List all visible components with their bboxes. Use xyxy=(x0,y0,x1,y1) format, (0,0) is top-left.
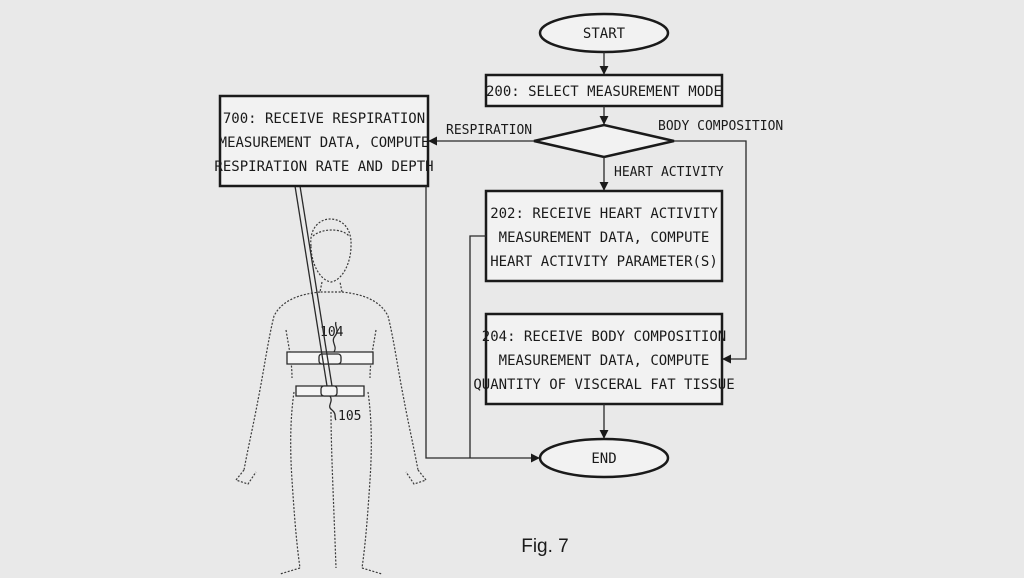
respiration-line-3: RESPIRATION RATE AND DEPTH xyxy=(214,159,433,175)
body-composition-box xyxy=(484,312,724,406)
respiration-box xyxy=(218,94,430,188)
line-heart-to-end xyxy=(469,235,486,458)
heart-activity-line-2: MEASUREMENT DATA, COMPUTE xyxy=(499,230,710,246)
arrow-respiration-to-end xyxy=(425,186,540,463)
select-mode-label: 200: SELECT MEASUREMENT MODE xyxy=(486,84,722,100)
sensor-belt-lower xyxy=(295,385,365,397)
edge-label-respiration: RESPIRATION xyxy=(446,123,532,138)
leader-line-104 xyxy=(332,321,338,353)
sensor-belt-upper xyxy=(286,351,374,365)
body-composition-line-1: 204: RECEIVE BODY COMPOSITION xyxy=(482,329,726,345)
respiration-line-2: MEASUREMENT DATA, COMPUTE xyxy=(219,135,430,151)
link-line-respiration-sensor-b xyxy=(299,185,333,387)
edge-label-heart-activity: HEART ACTIVITY xyxy=(614,165,724,180)
heart-activity-line-1: 202: RECEIVE HEART ACTIVITY xyxy=(490,206,718,222)
end-terminal xyxy=(538,437,670,479)
reference-label-105: 105 xyxy=(338,409,361,424)
edge-label-body-composition: BODY COMPOSITION xyxy=(658,119,783,134)
arrow-decision-to-body xyxy=(674,140,747,364)
human-figure xyxy=(234,218,428,575)
end-label: END xyxy=(591,451,616,467)
link-line-respiration-sensor-a xyxy=(294,185,328,387)
mode-decision-diamond xyxy=(533,123,675,159)
body-composition-line-2: MEASUREMENT DATA, COMPUTE xyxy=(499,353,710,369)
respiration-line-1: 700: RECEIVE RESPIRATION xyxy=(223,111,425,127)
figure-label: Fig. 7 xyxy=(521,536,569,557)
body-composition-line-3: QUANTITY OF VISCERAL FAT TISSUE xyxy=(473,377,734,393)
heart-activity-line-3: HEART ACTIVITY PARAMETER(S) xyxy=(490,254,718,270)
start-label: START xyxy=(583,26,626,42)
leader-line-105 xyxy=(329,395,337,421)
reference-label-104: 104 xyxy=(320,325,344,340)
